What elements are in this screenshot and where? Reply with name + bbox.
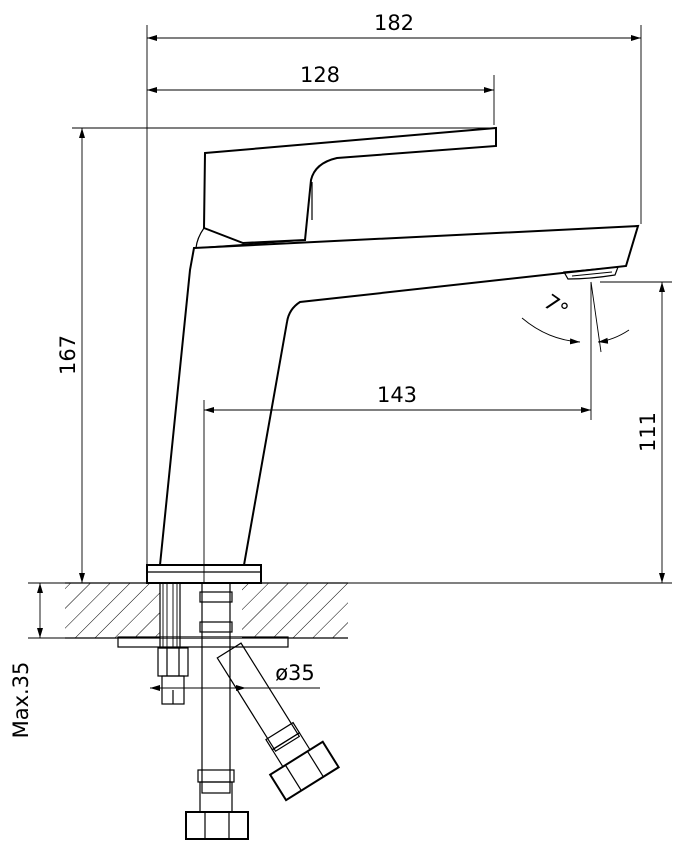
dim-label-max35: Max.35 (9, 662, 33, 739)
dimension-spout-height: 111 (261, 281, 672, 584)
faucet-body (146, 126, 640, 584)
dimension-hole-diameter: ø35 (150, 661, 320, 691)
dimension-overall-width: 182 (146, 11, 642, 565)
dimension-swivel-angle: 7° (521, 281, 630, 353)
dimension-handle-reach: 128 (147, 63, 495, 125)
countertop-section (65, 582, 348, 639)
dimension-spout-reach: 143 (203, 282, 592, 583)
dimension-overall-height: 167 (56, 127, 496, 583)
dim-label-167: 167 (56, 335, 80, 375)
dim-label-diameter: ø35 (275, 661, 315, 685)
hose-nut-right (268, 740, 341, 802)
hose-nut-left (185, 811, 249, 840)
dimension-max-deck-thickness: Max.35 (9, 582, 65, 739)
dim-label-143: 143 (377, 383, 417, 407)
fixing-plate (117, 636, 289, 648)
fixing-nut (157, 647, 189, 677)
dim-label-128: 128 (300, 63, 340, 87)
aerator (563, 266, 619, 280)
dim-label-angle: 7° (539, 290, 572, 323)
dim-label-111: 111 (636, 412, 660, 452)
dim-label-182: 182 (374, 11, 414, 35)
lever-handle (202, 126, 497, 245)
mounting-hardware (117, 582, 289, 705)
